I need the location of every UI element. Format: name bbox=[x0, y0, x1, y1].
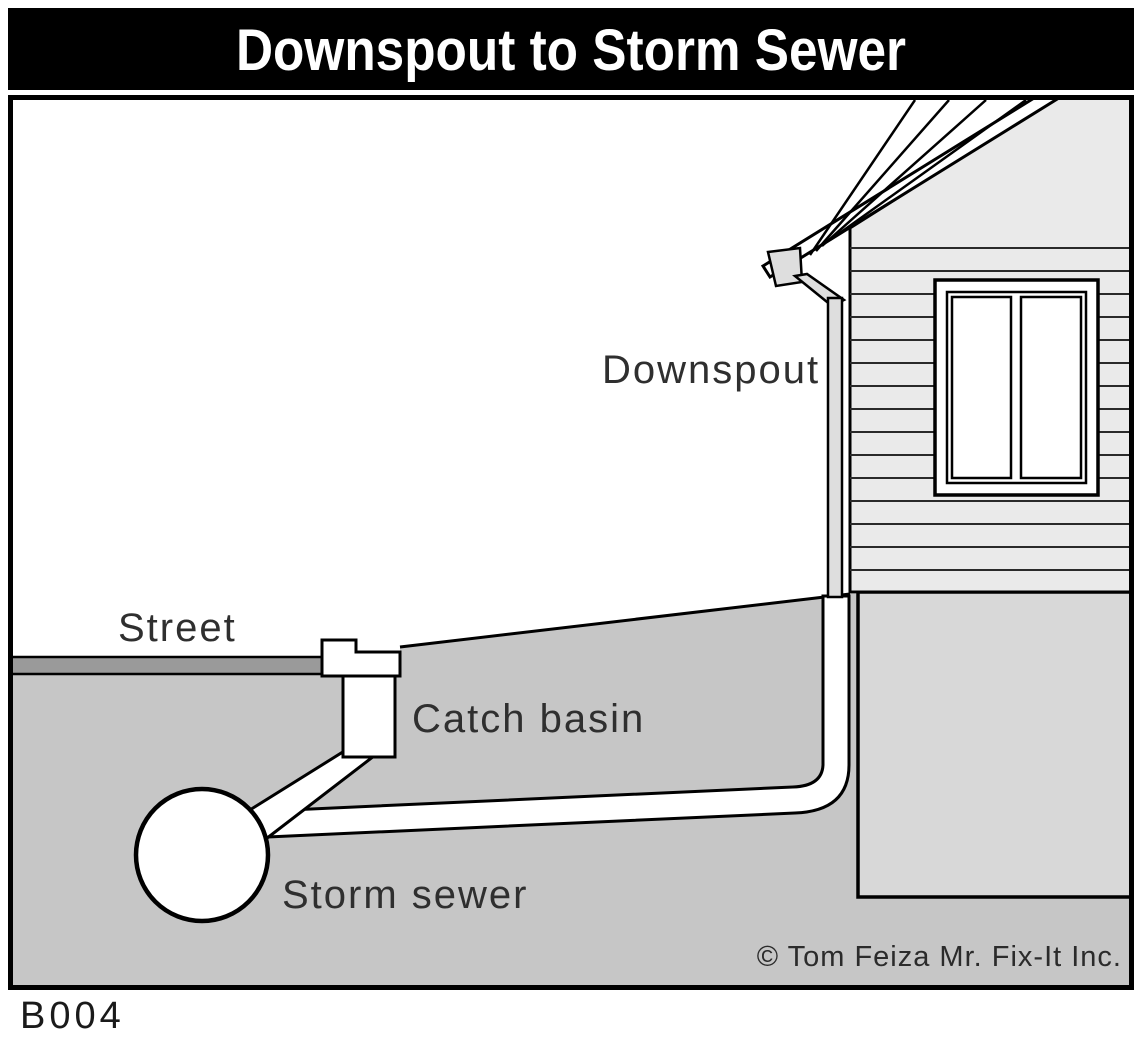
roof-shingle-line bbox=[829, 100, 1027, 242]
roof-shingle-lines bbox=[808, 100, 1027, 256]
ground-surface-line bbox=[399, 592, 851, 649]
roof-shingle-line bbox=[821, 100, 987, 247]
window-pane-left bbox=[950, 295, 1013, 480]
window-pane-right bbox=[1019, 295, 1083, 480]
diagram-scene: Downspout Street Catch basin Storm sewer… bbox=[13, 100, 1129, 985]
catch-basin-lid bbox=[320, 638, 402, 678]
downspout-pipe bbox=[826, 296, 844, 599]
roof-shingle-line bbox=[808, 100, 917, 256]
street-surface bbox=[13, 655, 324, 676]
copyright-text: © Tom Feiza Mr. Fix-It Inc. bbox=[757, 941, 1122, 973]
title-bar bbox=[8, 8, 1134, 90]
catch-basin-body bbox=[341, 671, 397, 759]
label-street: Street bbox=[118, 606, 237, 650]
label-storm-sewer: Storm sewer bbox=[282, 873, 529, 917]
figure-id: B004 bbox=[20, 995, 125, 1037]
foundation bbox=[856, 590, 1129, 899]
underground-pipe bbox=[243, 594, 851, 840]
window bbox=[933, 278, 1100, 497]
page-title: Downspout to Storm Sewer bbox=[236, 18, 906, 83]
label-downspout: Downspout bbox=[602, 348, 820, 392]
label-catch-basin: Catch basin bbox=[412, 697, 645, 741]
roof-shingle-line bbox=[815, 100, 950, 252]
storm-sewer-pipe bbox=[133, 786, 271, 924]
